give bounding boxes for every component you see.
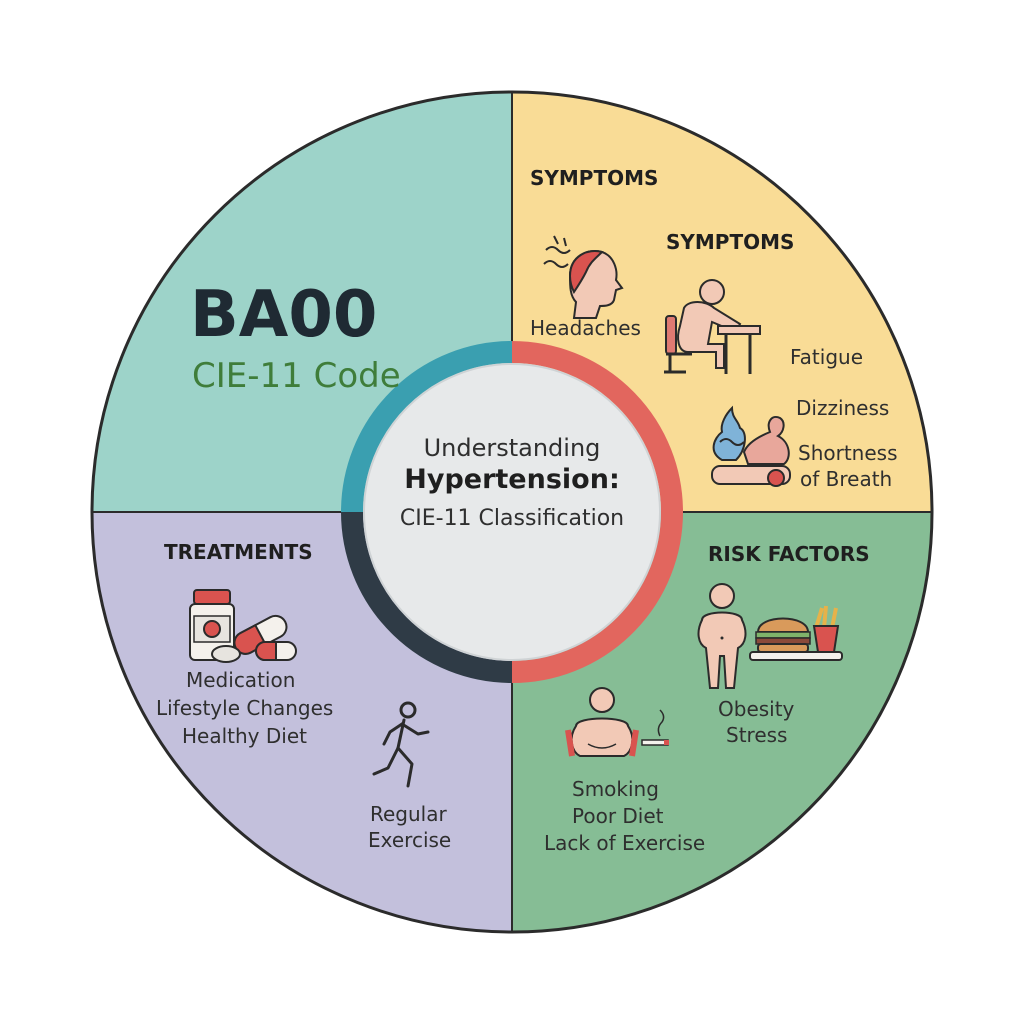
tired-person-icon: [664, 279, 761, 374]
center-disc: [363, 363, 661, 661]
risk-factors-header: RISK FACTORS: [708, 542, 870, 566]
ring-segment-teal: [341, 341, 513, 513]
center-ring: [341, 341, 683, 683]
symptom-shortness: Shortness: [798, 441, 898, 465]
fast-food-icon: [749, 605, 843, 661]
treatment-regular: Regular: [370, 802, 447, 826]
symptom-fatigue: Fatigue: [790, 345, 863, 369]
treatment-healthy-diet: Healthy Diet: [182, 724, 307, 748]
risk-obesity: Obesity: [718, 697, 795, 721]
risk-stress: Stress: [726, 723, 788, 747]
ring-segment-dark: [341, 511, 513, 683]
headache-icon: [543, 235, 624, 319]
symptom-dizziness: Dizziness: [796, 396, 890, 420]
treatment-lifestyle-changes: Lifestyle Changes: [156, 696, 334, 720]
treatment-exercise: Exercise: [368, 828, 452, 852]
symptoms-subheader: SYMPTOMS: [666, 230, 795, 254]
risk-smoking: Smoking: [572, 777, 659, 801]
pill-bottle-icon: [189, 589, 297, 663]
icd-code: BA00: [190, 278, 378, 352]
symptom-headaches: Headaches: [530, 316, 641, 340]
center-title-line3: CIE-11 Classification: [399, 506, 625, 531]
risk-poor-diet: Poor Diet: [572, 804, 664, 828]
risk-lack-of-exercise: Lack of Exercise: [544, 831, 706, 855]
symptom-of-breath: of Breath: [800, 467, 893, 491]
wheel-outline: [90, 90, 934, 934]
ring-segment-red-top: [511, 341, 683, 513]
center-title-line1: Understanding: [423, 434, 601, 462]
dizziness-icon: [711, 405, 791, 487]
treatments-header: TREATMENTS: [164, 540, 313, 564]
treatment-medication: Medication: [186, 668, 296, 692]
ring-segment-red-bottom: [511, 511, 683, 683]
icd-code-label: CIE-11 Code: [192, 356, 401, 396]
symptoms-header: SYMPTOMS: [530, 166, 659, 190]
obese-person-icon: [697, 583, 747, 689]
smoking-person-icon: [565, 687, 669, 757]
running-person-icon: [372, 701, 430, 788]
center-title-line2: Hypertension:: [404, 464, 620, 495]
